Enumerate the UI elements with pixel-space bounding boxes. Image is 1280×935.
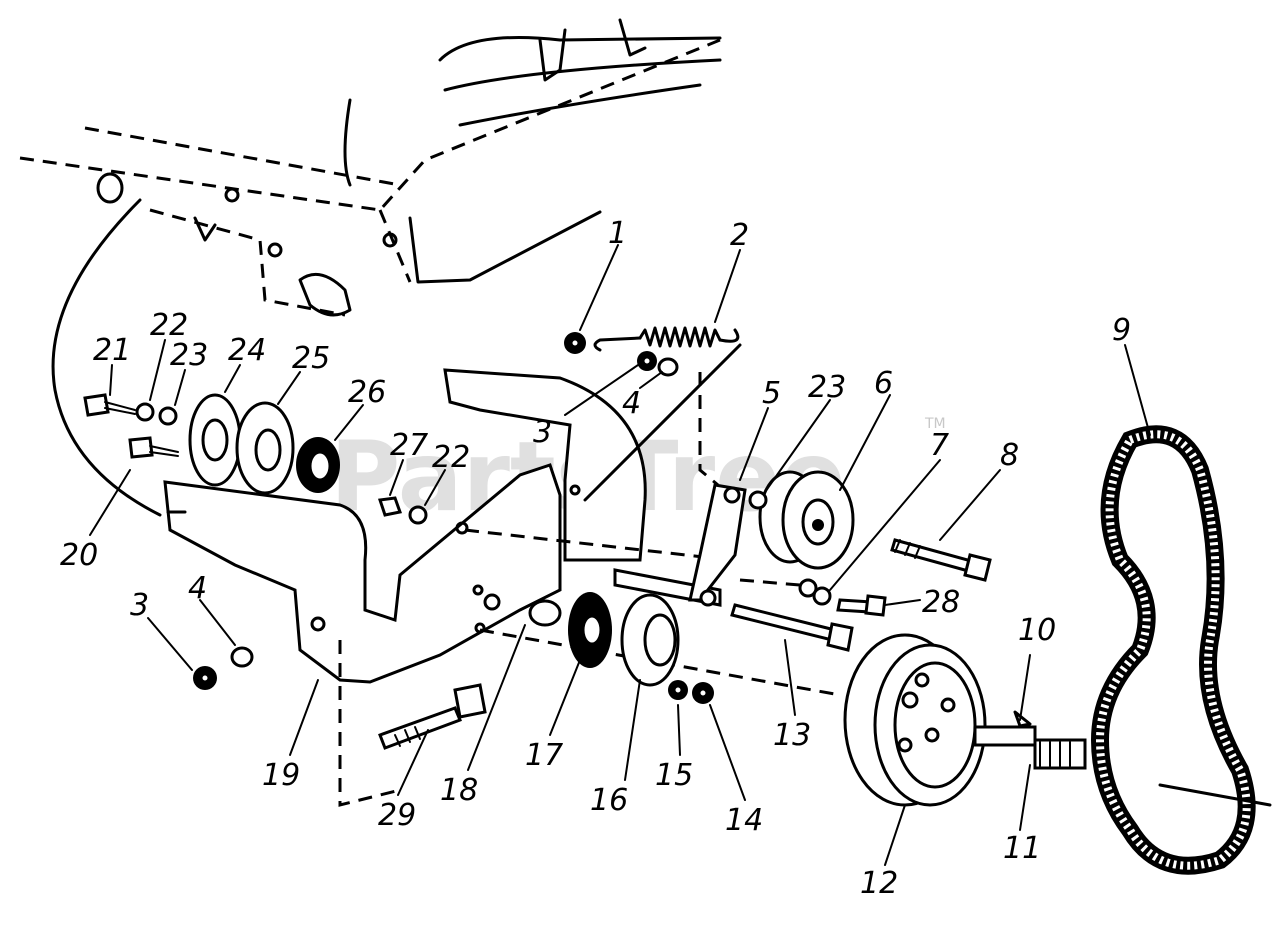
callout-23-left: 23 xyxy=(170,338,208,373)
callout-5: 5 xyxy=(762,376,781,411)
callout-3-top: 3 xyxy=(533,415,552,450)
callout-2: 2 xyxy=(730,218,749,253)
chassis-frame xyxy=(19,18,722,317)
callout-7: 7 xyxy=(930,428,949,463)
callout-17: 17 xyxy=(525,738,563,773)
lower-left-fasteners xyxy=(193,646,254,690)
main-pulley xyxy=(843,633,987,807)
callout-22-left: 22 xyxy=(150,308,188,343)
bolt-29 xyxy=(378,683,487,750)
callout-16: 16 xyxy=(590,783,628,818)
mounting-bracket xyxy=(163,368,841,807)
spring-assembly xyxy=(564,326,742,502)
callout-21: 21 xyxy=(93,333,131,368)
callout-25: 25 xyxy=(292,341,330,376)
control-cable xyxy=(51,198,162,517)
callout-4-bottom: 4 xyxy=(188,571,207,606)
callout-labels: 1 2 3 4 5 23 6 7 8 9 10 11 12 13 14 15 1… xyxy=(60,216,1131,901)
idler-assembly xyxy=(613,372,855,607)
callout-27: 27 xyxy=(390,428,428,463)
callout-14: 14 xyxy=(725,803,763,838)
callout-20: 20 xyxy=(60,538,98,573)
callout-19: 19 xyxy=(262,758,300,793)
callout-10: 10 xyxy=(1018,613,1056,648)
callout-1: 1 xyxy=(608,216,627,251)
callout-26: 26 xyxy=(348,375,386,410)
left-hardware-stack xyxy=(83,393,428,525)
callout-8: 8 xyxy=(1000,438,1019,473)
callout-3-bottom: 3 xyxy=(130,588,149,623)
center-hardware xyxy=(528,592,714,704)
callout-4-top: 4 xyxy=(622,386,641,421)
callout-18: 18 xyxy=(440,773,478,808)
drive-belt xyxy=(1090,425,1272,875)
callout-12: 12 xyxy=(860,866,898,901)
callout-6: 6 xyxy=(874,366,893,401)
callout-15: 15 xyxy=(655,758,693,793)
callout-11: 11 xyxy=(1003,831,1041,866)
callout-22-center: 22 xyxy=(432,440,470,475)
callout-23-right: 23 xyxy=(808,370,846,405)
splined-shaft xyxy=(973,710,1087,770)
callout-28: 28 xyxy=(922,585,960,620)
trademark-mark: TM xyxy=(924,416,946,432)
callout-29: 29 xyxy=(378,798,416,833)
right-bolts xyxy=(730,538,992,652)
callout-24: 24 xyxy=(228,333,266,368)
leader-lines xyxy=(89,244,1151,866)
callout-13: 13 xyxy=(773,718,811,753)
callout-9: 9 xyxy=(1112,313,1131,348)
